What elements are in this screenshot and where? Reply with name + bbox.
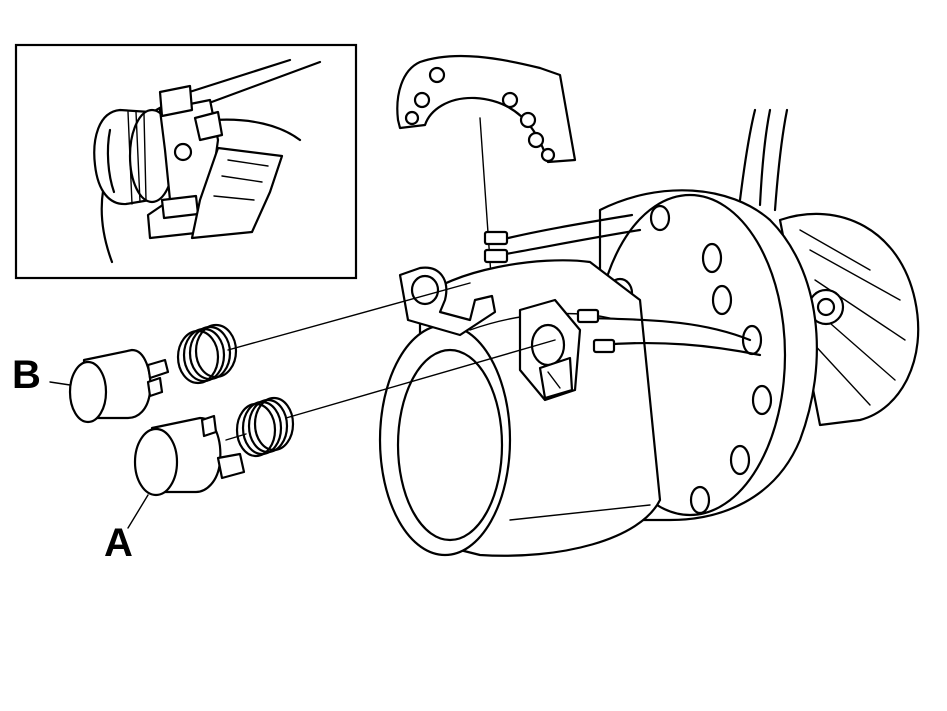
temperature-switch-b (49, 348, 170, 424)
wiring (483, 108, 789, 357)
main-housing (378, 189, 920, 557)
callout-label-a: A (104, 521, 133, 565)
temperature-switch-a (127, 414, 246, 529)
sealing-ring-b (176, 282, 471, 385)
inset-detail-view (14, 43, 358, 280)
callout-label-b: B (12, 353, 41, 397)
sealing-ring-a (225, 339, 556, 458)
mounting-bracket (396, 54, 577, 291)
